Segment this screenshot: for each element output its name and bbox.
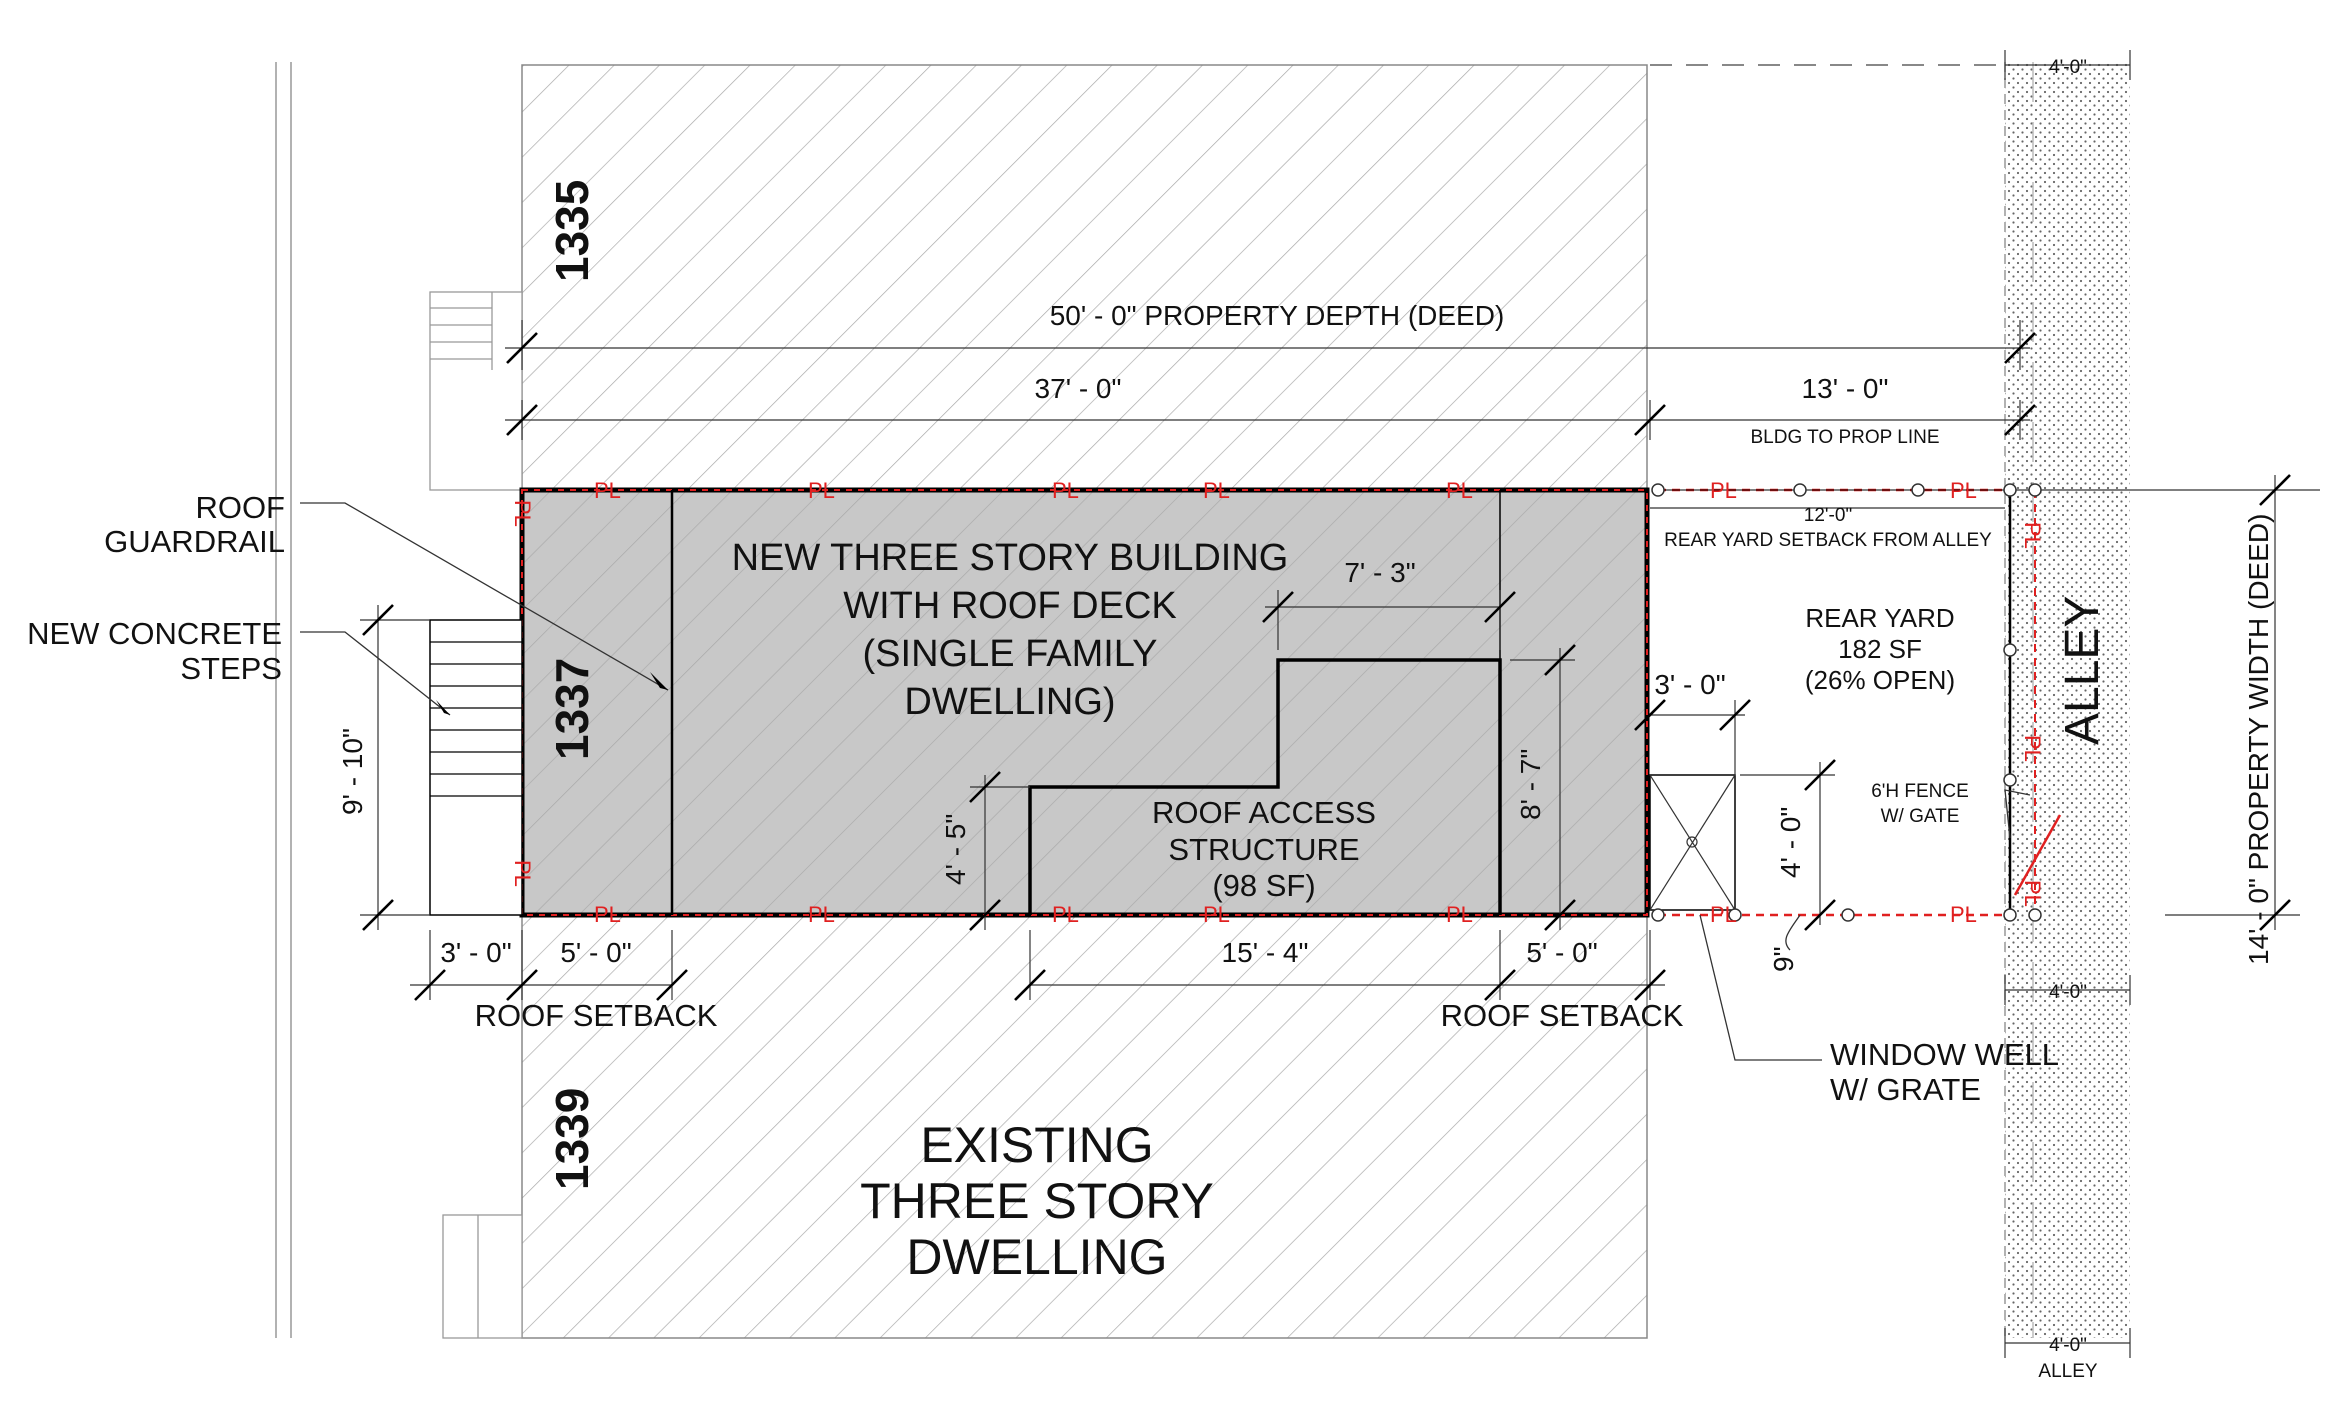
rear-setback-dim: 12'-0" [1804,505,1852,526]
roof-access-structure [1028,658,1502,915]
roof-access-label: STRUCTURE [1168,832,1359,867]
rear-yard-label: (26% OPEN) [1805,665,1955,695]
new-building-label: DWELLING) [904,681,1115,723]
neighbor-steps [429,291,523,491]
lot-number-1337: 1337 [546,658,598,760]
access-height2-dim: 8' - 7" [1515,749,1546,820]
gate-swing [2013,814,2062,896]
pl-marker: PL [1446,478,1473,503]
pl-marker: PL [1446,902,1473,927]
roof-guardrail-label: GUARDRAIL [104,524,285,559]
steps-depth-dim: 3' - 0" [440,937,511,968]
pl-marker: PL [1950,478,1977,503]
window-well-label: WINDOW WELL [1830,1037,2059,1072]
alley-label-small: ALLEY [2038,1361,2097,1382]
pl-marker: PL [1710,478,1737,503]
leader-lines [300,502,2031,1061]
rear-roof-setback-dim: 5' - 0" [1526,937,1597,968]
pl-marker: PL [808,478,835,503]
new-building-label: (SINGLE FAMILY [863,633,1158,675]
front-roof-setback-label: ROOF SETBACK [475,998,718,1033]
dimension-lines [360,50,2300,1358]
rear-distance-dim: 13' - 0" [1802,373,1889,404]
roof-access-label: ROOF ACCESS [1152,795,1376,830]
pl-marker: PL [1052,902,1079,927]
pl-marker: PL [2020,735,2045,762]
rear-yard-label: 182 SF [1838,634,1922,664]
concrete-steps-label: STEPS [180,651,282,686]
new-building-label: NEW THREE STORY BUILDING [732,537,1289,579]
existing-dwelling-label: THREE STORY [860,1173,1214,1229]
concrete-steps [429,619,523,916]
pl-marker: PL [1950,902,1977,927]
access-height1-dim: 4' - 5" [940,814,971,885]
fence-label: 6'H FENCE [1871,781,1969,802]
alley-width-dim: 4'-0" [2049,57,2087,78]
property-line [521,489,1648,916]
building-depth-dim: 37' - 0" [1035,373,1122,404]
rear-setback-note: REAR YARD SETBACK FROM ALLEY [1664,530,1992,551]
neighbor-steps-lower [442,1214,523,1339]
fence-posts [1651,483,2042,922]
existing-dwelling-label: DWELLING [906,1229,1167,1285]
concrete-steps-label: NEW CONCRETE [27,616,282,651]
lower-lot [521,909,1648,1339]
pl-marker: PL [510,860,535,887]
pl-marker: PL [1052,478,1079,503]
roof-access-label: (98 SF) [1212,868,1315,903]
pl-marker: PL [594,478,621,503]
pl-marker: PL [594,902,621,927]
fence-label: W/ GATE [1881,806,1960,827]
lot-number-1339: 1339 [546,1088,598,1190]
roof-guardrail-label: ROOF [195,490,285,525]
pl-marker: PL [510,500,535,527]
lot-number-1335: 1335 [546,180,598,282]
property-depth-dim: 50' - 0" PROPERTY DEPTH (DEED) [1050,300,1505,331]
alley-width-dim: 4'-0" [2049,982,2087,1003]
window-well-offset-dim: 9" [1768,946,1799,972]
window-well-width-dim: 4' - 0" [1775,807,1806,878]
dimension-ticks [362,332,2291,1001]
alley-width-dim: 4'-0" [2049,1335,2087,1356]
bldg-to-prop-note: BLDG TO PROP LINE [1750,427,1939,448]
pl-marker: PL [1203,478,1230,503]
existing-dwelling-label: EXISTING [920,1117,1153,1173]
pl-marker: PL [1710,902,1737,927]
front-setback-dim: 5' - 0" [560,937,631,968]
rear-roof-setback-label: ROOF SETBACK [1441,998,1684,1033]
upper-lot [521,64,1648,491]
steps-width-dim: 9' - 10" [337,728,368,815]
property-width-dim: 14' - 0" PROPERTY WIDTH (DEED) [2243,514,2274,965]
alley-label: ALLEY [2056,596,2109,745]
pl-marker: PL [1203,902,1230,927]
access-upper-dim: 7' - 3" [1344,557,1415,588]
window-well-label: W/ GRATE [1830,1072,1981,1107]
alley-strip [2005,62,2130,1338]
pl-marker: PL [2020,880,2045,907]
access-length-dim: 15' - 4" [1222,937,1309,968]
window-well-length-dim: 3' - 0" [1654,669,1725,700]
new-building-label: WITH ROOF DECK [843,585,1177,627]
pl-marker: PL [2020,522,2045,549]
rear-yard-label: REAR YARD [1805,603,1954,633]
pl-marker: PL [808,902,835,927]
